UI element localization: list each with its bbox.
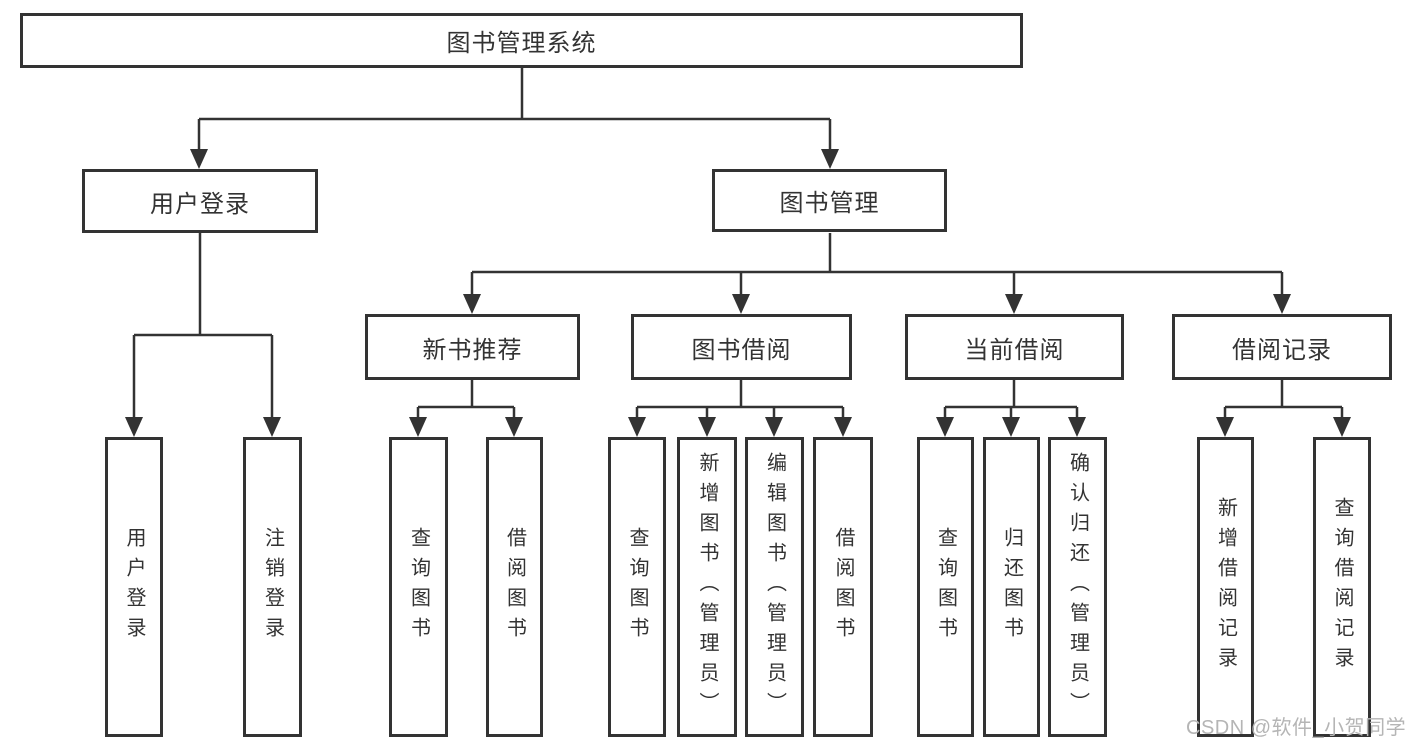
leaf-user-login-label: 用户登录 (123, 527, 145, 647)
csdn-watermark: CSDN @软件_小贺同学 (1186, 717, 1405, 739)
leaf-borrow-add-books-admin-label: 新增图书（管理员） (696, 452, 718, 722)
leaf-records-add-record: 新增借阅记录 (1197, 437, 1254, 737)
leaf-records-query-record-label: 查询借阅记录 (1331, 497, 1353, 677)
leaf-current-return-books: 归还图书 (983, 437, 1040, 737)
leaf-borrow-edit-books-admin: 编辑图书（管理员） (745, 437, 804, 737)
leaf-records-query-record: 查询借阅记录 (1313, 437, 1371, 737)
node-root: 图书管理系统 (20, 13, 1023, 68)
node-current-borrow: 当前借阅 (905, 314, 1124, 380)
node-borrow-records: 借阅记录 (1172, 314, 1392, 380)
node-book-borrow: 图书借阅 (631, 314, 852, 380)
leaf-current-confirm-return-admin-label: 确认归还（管理员） (1066, 452, 1089, 722)
node-new-book-recommend: 新书推荐 (365, 314, 580, 380)
leaf-logout-label: 注销登录 (261, 527, 284, 647)
leaf-logout: 注销登录 (243, 437, 302, 737)
leaf-user-login: 用户登录 (105, 437, 163, 737)
leaf-borrow-borrow-books-label: 借阅图书 (832, 527, 854, 647)
leaf-current-query-books-label: 查询图书 (934, 527, 957, 647)
leaf-newrec-borrow-books: 借阅图书 (486, 437, 543, 737)
leaf-newrec-query-books: 查询图书 (389, 437, 448, 737)
node-book-management: 图书管理 (712, 169, 947, 232)
leaf-borrow-query-books: 查询图书 (608, 437, 666, 737)
leaf-borrow-add-books-admin: 新增图书（管理员） (677, 437, 737, 737)
leaf-records-add-record-label: 新增借阅记录 (1214, 497, 1237, 677)
leaf-borrow-edit-books-admin-label: 编辑图书（管理员） (763, 452, 786, 722)
leaf-borrow-borrow-books: 借阅图书 (813, 437, 873, 737)
node-user-login: 用户登录 (82, 169, 318, 233)
leaf-current-confirm-return-admin: 确认归还（管理员） (1048, 437, 1107, 737)
leaf-current-return-books-label: 归还图书 (1000, 527, 1023, 647)
leaf-newrec-query-books-label: 查询图书 (407, 527, 430, 647)
leaf-newrec-borrow-books-label: 借阅图书 (503, 527, 526, 647)
leaf-current-query-books: 查询图书 (917, 437, 974, 737)
leaf-borrow-query-books-label: 查询图书 (626, 527, 648, 647)
